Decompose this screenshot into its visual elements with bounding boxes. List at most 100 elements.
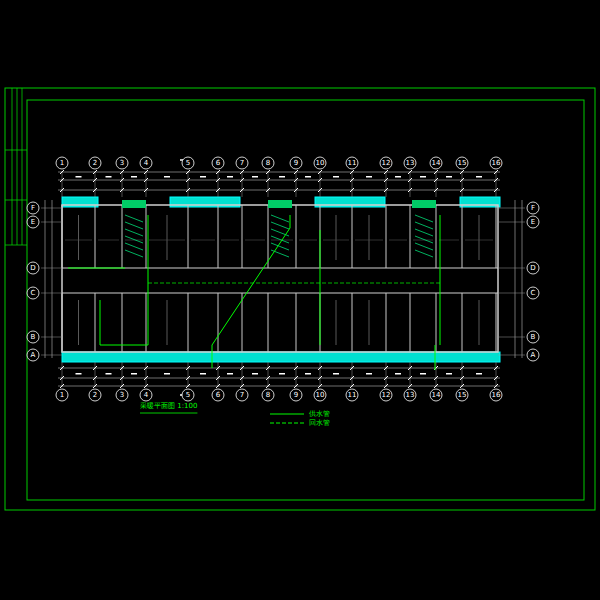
dimension-value	[305, 176, 311, 178]
extension-line	[436, 362, 437, 387]
dimension-tick	[408, 178, 412, 182]
room-partition	[98, 240, 119, 241]
extension-line	[268, 362, 269, 387]
dimension-tick	[266, 170, 270, 174]
dimension-tick	[494, 366, 498, 370]
wall-line	[95, 205, 96, 268]
extension-line	[95, 171, 96, 197]
dimension-tick	[350, 384, 354, 388]
dimension-tick	[408, 366, 412, 370]
wall-line	[496, 293, 497, 352]
outer-wall	[62, 205, 498, 352]
axis-number: 11	[344, 390, 360, 400]
dimension-tick	[350, 170, 354, 174]
legend-entry: 回水管	[309, 419, 330, 427]
axis-number: 4	[138, 158, 154, 168]
room-partition	[221, 240, 239, 241]
wall-line	[462, 293, 463, 352]
room-partition	[369, 215, 370, 260]
axis-number: 4	[138, 390, 154, 400]
dimension-tick	[93, 376, 97, 380]
dimension-tick	[216, 170, 220, 174]
dimension-value	[395, 176, 401, 178]
extension-line	[386, 171, 387, 197]
room-partition	[245, 240, 265, 241]
wall-line	[436, 293, 437, 352]
extension-line	[95, 362, 96, 387]
dimension-line	[45, 200, 46, 358]
dimension-tick	[120, 188, 124, 192]
dimension-value	[164, 176, 170, 178]
axis-number: 5	[180, 390, 196, 400]
extension-line	[410, 171, 411, 197]
stair-hatch	[415, 236, 433, 243]
stair-hatch	[125, 243, 143, 250]
dimension-line	[515, 200, 516, 358]
dimension-tick	[93, 366, 97, 370]
axis-number: 2	[87, 390, 103, 400]
drawing-title: 采暖平面图 1:100	[140, 402, 197, 411]
dimension-value	[395, 373, 401, 375]
wall-line	[218, 205, 219, 268]
dimension-value	[366, 176, 372, 178]
wall-line	[62, 205, 63, 268]
axis-number: 12	[378, 390, 394, 400]
stair-hatch	[271, 250, 289, 257]
axis-number: 8	[260, 158, 276, 168]
dimension-tick	[216, 188, 220, 192]
room-partition	[479, 300, 480, 345]
axis-number: 13	[402, 158, 418, 168]
axis-number: 15	[454, 390, 470, 400]
extension-line	[296, 171, 297, 197]
extension-line	[41, 293, 62, 294]
room-partition	[465, 240, 493, 241]
extension-line	[296, 362, 297, 387]
wall-line	[146, 293, 147, 352]
supply-pipe	[212, 345, 213, 368]
dimension-tick	[240, 366, 244, 370]
dimension-tick	[460, 170, 464, 174]
dimension-tick	[120, 170, 124, 174]
dimension-line	[58, 368, 500, 369]
strip-line	[12, 88, 13, 245]
axis-number: 7	[234, 390, 250, 400]
strip-line	[5, 245, 27, 246]
wall-line	[62, 293, 63, 352]
legend-entry: 供水管	[309, 410, 330, 418]
dimension-tick	[93, 188, 97, 192]
axis-number: A	[525, 350, 541, 360]
supply-pipe	[100, 345, 148, 346]
dimension-value	[476, 373, 482, 375]
dimension-tick	[294, 376, 298, 380]
room-partition	[167, 215, 168, 260]
room-partition	[389, 240, 407, 241]
axis-number: 2	[87, 158, 103, 168]
extension-line	[498, 355, 525, 356]
dimension-tick	[60, 178, 64, 182]
axis-number: 9	[288, 158, 304, 168]
wall-line	[462, 205, 463, 268]
dimension-tick	[60, 188, 64, 192]
dimension-tick	[93, 178, 97, 182]
dimension-tick	[350, 376, 354, 380]
wall-line	[352, 205, 353, 268]
title-underline	[140, 413, 197, 414]
dimension-tick	[60, 384, 64, 388]
extension-line	[146, 362, 147, 387]
dimension-tick	[294, 366, 298, 370]
axis-number: 3	[114, 158, 130, 168]
extension-line	[462, 362, 463, 387]
extension-line	[146, 171, 147, 197]
legend-sample	[270, 423, 304, 424]
dimension-value	[200, 176, 206, 178]
axis-number: C	[25, 288, 41, 298]
dimension-value	[227, 373, 233, 375]
dimension-tick	[216, 384, 220, 388]
wall-line	[188, 293, 189, 352]
axis-number: D	[525, 263, 541, 273]
extension-line	[498, 268, 525, 269]
dimension-tick	[240, 178, 244, 182]
supply-pipe	[290, 215, 291, 228]
